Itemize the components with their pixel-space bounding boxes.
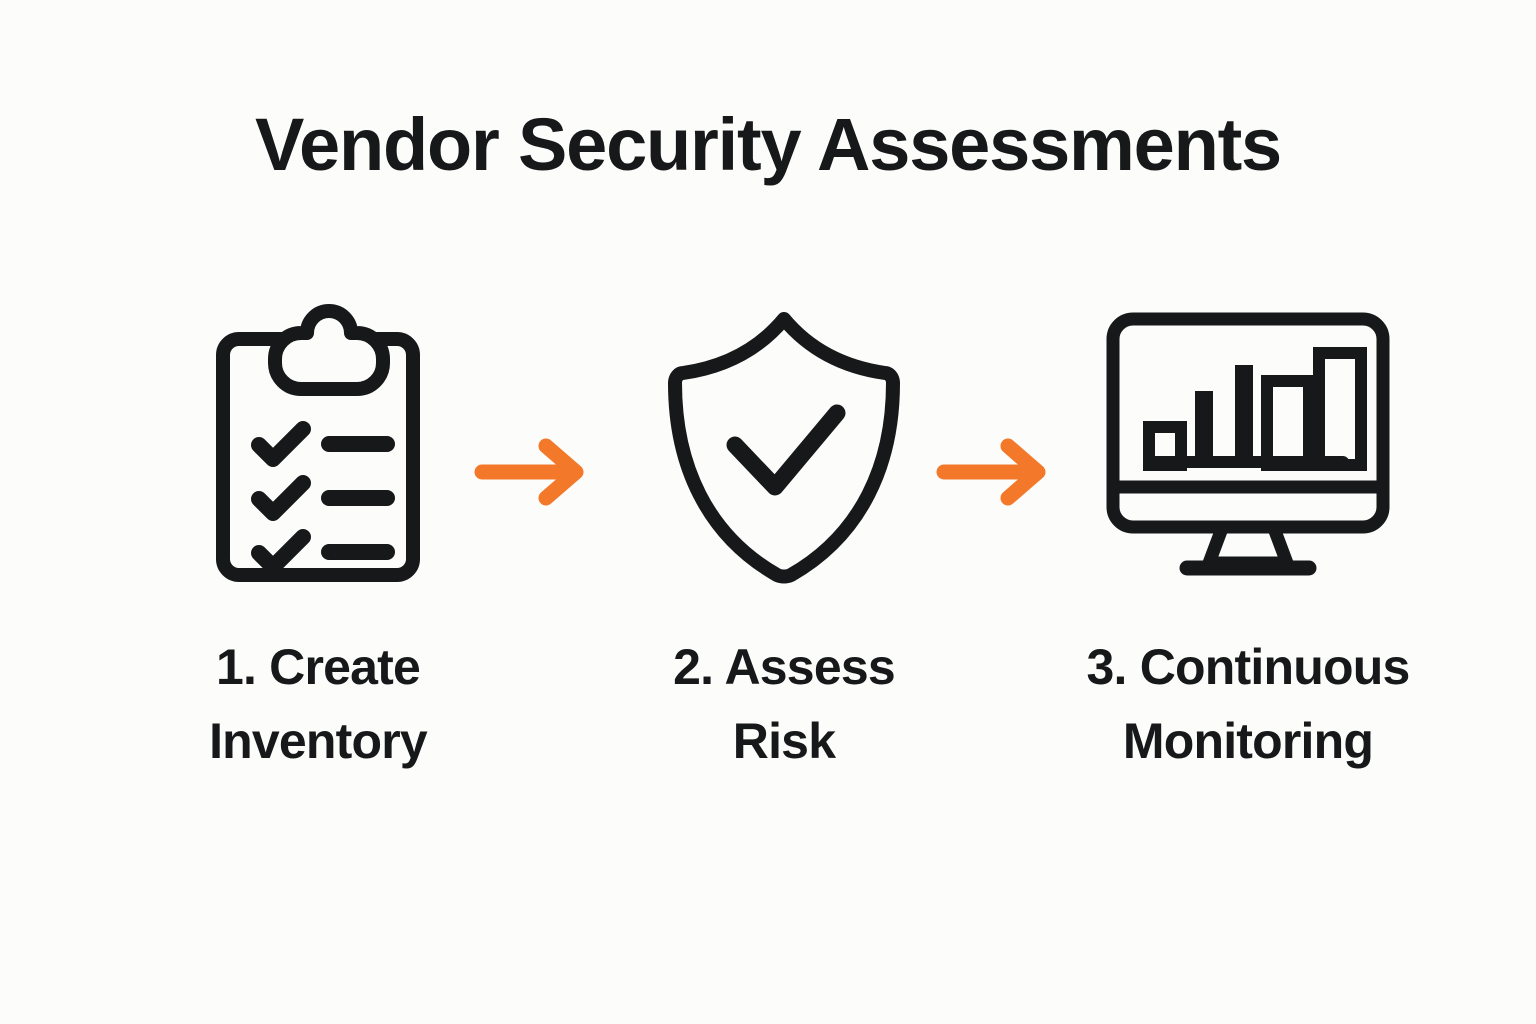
step-label-1: 1. Create Inventory — [209, 639, 428, 769]
clipboard-checklist-icon — [168, 300, 468, 590]
shield-check-icon — [634, 300, 934, 590]
step-item-1: 1. Create Inventory — [168, 300, 468, 780]
step-item-3: 3. Continuous Monitoring — [1087, 300, 1410, 780]
step-item-2: 2. Assess Risk — [634, 300, 934, 780]
arrow-right-icon — [474, 432, 596, 512]
steps-row: 1. Create Inventory 2. Assess Risk — [168, 300, 1410, 780]
monitor-bar-chart-icon — [1098, 300, 1398, 590]
step-label-2: 2. Assess Risk — [673, 639, 895, 769]
arrow-right-icon — [936, 432, 1058, 512]
step-label-3: 3. Continuous Monitoring — [1086, 639, 1411, 769]
page-title: Vendor Security Assessments — [254, 103, 1282, 186]
